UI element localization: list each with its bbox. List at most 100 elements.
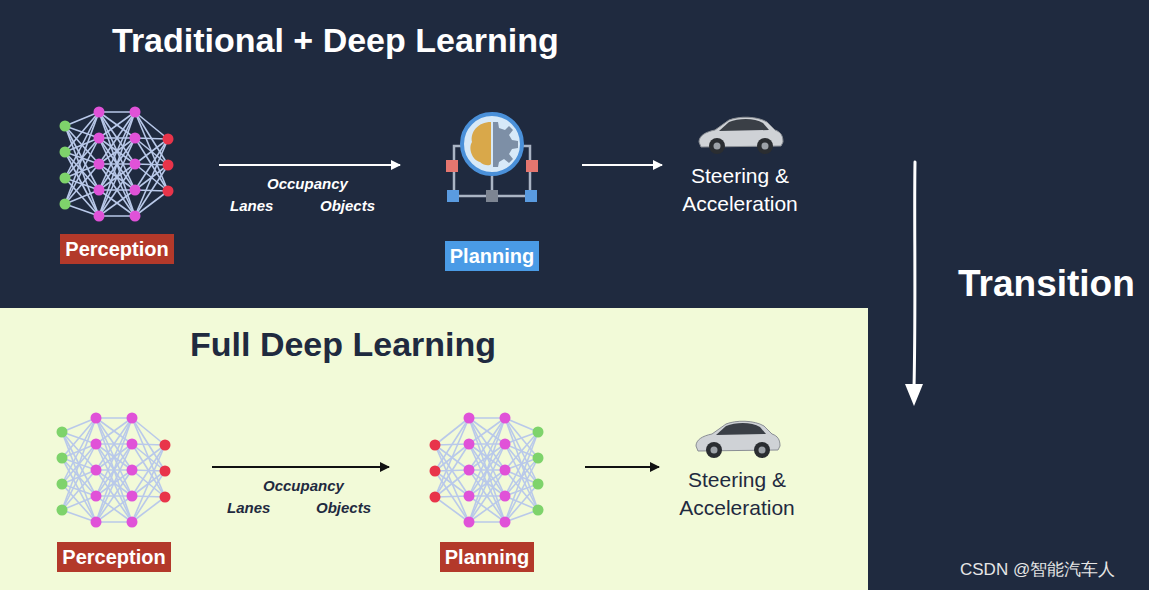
output-node: Steering & Acceleration: [667, 414, 807, 522]
car-hub: [759, 447, 766, 454]
net-link: [65, 152, 99, 216]
car-window: [716, 423, 766, 435]
output-label: Steering & Acceleration: [670, 162, 810, 218]
stage-node: Planning: [425, 410, 549, 572]
net-neuron: [430, 492, 441, 503]
net-neuron: [500, 491, 511, 502]
net-neuron: [500, 413, 511, 424]
icon-node: [526, 160, 538, 172]
neural-net-icon: [425, 410, 549, 530]
net-link: [65, 164, 99, 204]
neural-net-icon: [55, 104, 179, 224]
car-icon: [695, 110, 785, 158]
icon-node: [486, 190, 498, 202]
net-link: [62, 444, 96, 510]
icon-gear: [493, 122, 518, 167]
net-neuron: [464, 517, 475, 528]
net-link: [62, 470, 96, 510]
stage-tag: Perception: [60, 234, 173, 264]
net-neuron: [127, 517, 138, 528]
net-neuron: [464, 491, 475, 502]
transition-arrow-line: [914, 162, 915, 388]
net-neuron: [94, 185, 105, 196]
net-link: [62, 496, 96, 510]
net-link: [135, 191, 168, 216]
car-icon: [692, 414, 782, 462]
net-neuron: [464, 413, 475, 424]
net-link: [135, 139, 168, 216]
stage-node: Perception: [52, 410, 176, 572]
output-node: Steering & Acceleration: [670, 110, 810, 218]
watermark: CSDN @智能汽车人: [960, 558, 1115, 581]
flow-label: Lanes: [230, 197, 273, 214]
net-neuron: [130, 185, 141, 196]
icon-node: [525, 190, 537, 202]
net-neuron: [57, 479, 68, 490]
net-link: [96, 444, 132, 522]
flow-arrow: [582, 164, 662, 166]
net-neuron: [533, 427, 544, 438]
net-link: [65, 138, 99, 204]
net-link: [132, 497, 165, 522]
net-neuron: [91, 517, 102, 528]
net-neuron: [130, 159, 141, 170]
net-neuron: [130, 211, 141, 222]
net-neuron: [60, 121, 71, 132]
icon-node: [447, 190, 459, 202]
flow-arrow: [212, 466, 389, 468]
net-neuron: [94, 107, 105, 118]
net-link: [505, 484, 538, 522]
net-neuron: [464, 465, 475, 476]
car-wheel: [754, 442, 770, 458]
stage-tag: Perception: [57, 542, 170, 572]
net-neuron: [57, 427, 68, 438]
band-title: Full Deep Learning: [190, 324, 496, 364]
net-neuron: [430, 440, 441, 451]
net-link: [132, 445, 165, 522]
car-hub: [714, 143, 721, 150]
flow-arrow: [585, 466, 659, 468]
stage-node: Perception: [55, 104, 179, 264]
net-link: [65, 190, 99, 204]
stage-tag: Planning: [440, 542, 534, 572]
flow-label: Objects: [320, 197, 375, 214]
flow-label: Objects: [316, 499, 371, 516]
net-neuron: [500, 517, 511, 528]
net-neuron: [94, 211, 105, 222]
flow-label: Occupancy: [267, 175, 348, 192]
net-neuron: [127, 439, 138, 450]
icon-ring: [462, 114, 522, 174]
car-wheel: [706, 442, 722, 458]
net-neuron: [533, 479, 544, 490]
icon-brain: [470, 122, 491, 165]
net-neuron: [91, 491, 102, 502]
light-band-ground: [0, 308, 868, 590]
net-neuron: [57, 505, 68, 516]
car-wheel: [757, 138, 773, 154]
net-neuron: [127, 465, 138, 476]
car-hub: [762, 143, 769, 150]
flow-label: Lanes: [227, 499, 270, 516]
neural-net-icon: [52, 410, 176, 530]
band-title: Traditional + Deep Learning: [112, 20, 559, 60]
panel-band: Full Deep LearningPerception Planning Stee…: [0, 308, 868, 590]
net-neuron: [130, 133, 141, 144]
net-neuron: [464, 439, 475, 450]
output-label: Steering & Acceleration: [667, 466, 807, 522]
net-link: [469, 444, 505, 522]
net-link: [435, 418, 469, 497]
net-link: [62, 458, 96, 522]
net-link: [96, 496, 132, 522]
flow-arrow: [219, 164, 400, 166]
car-wheel: [709, 138, 725, 154]
net-neuron: [91, 465, 102, 476]
net-neuron: [163, 160, 174, 171]
net-neuron: [127, 491, 138, 502]
net-link: [505, 418, 538, 484]
car-hub: [711, 447, 718, 454]
net-neuron: [60, 147, 71, 158]
transition-label: Transition: [958, 263, 1135, 305]
icon-node: [446, 160, 458, 172]
net-neuron: [160, 440, 171, 451]
net-neuron: [533, 505, 544, 516]
